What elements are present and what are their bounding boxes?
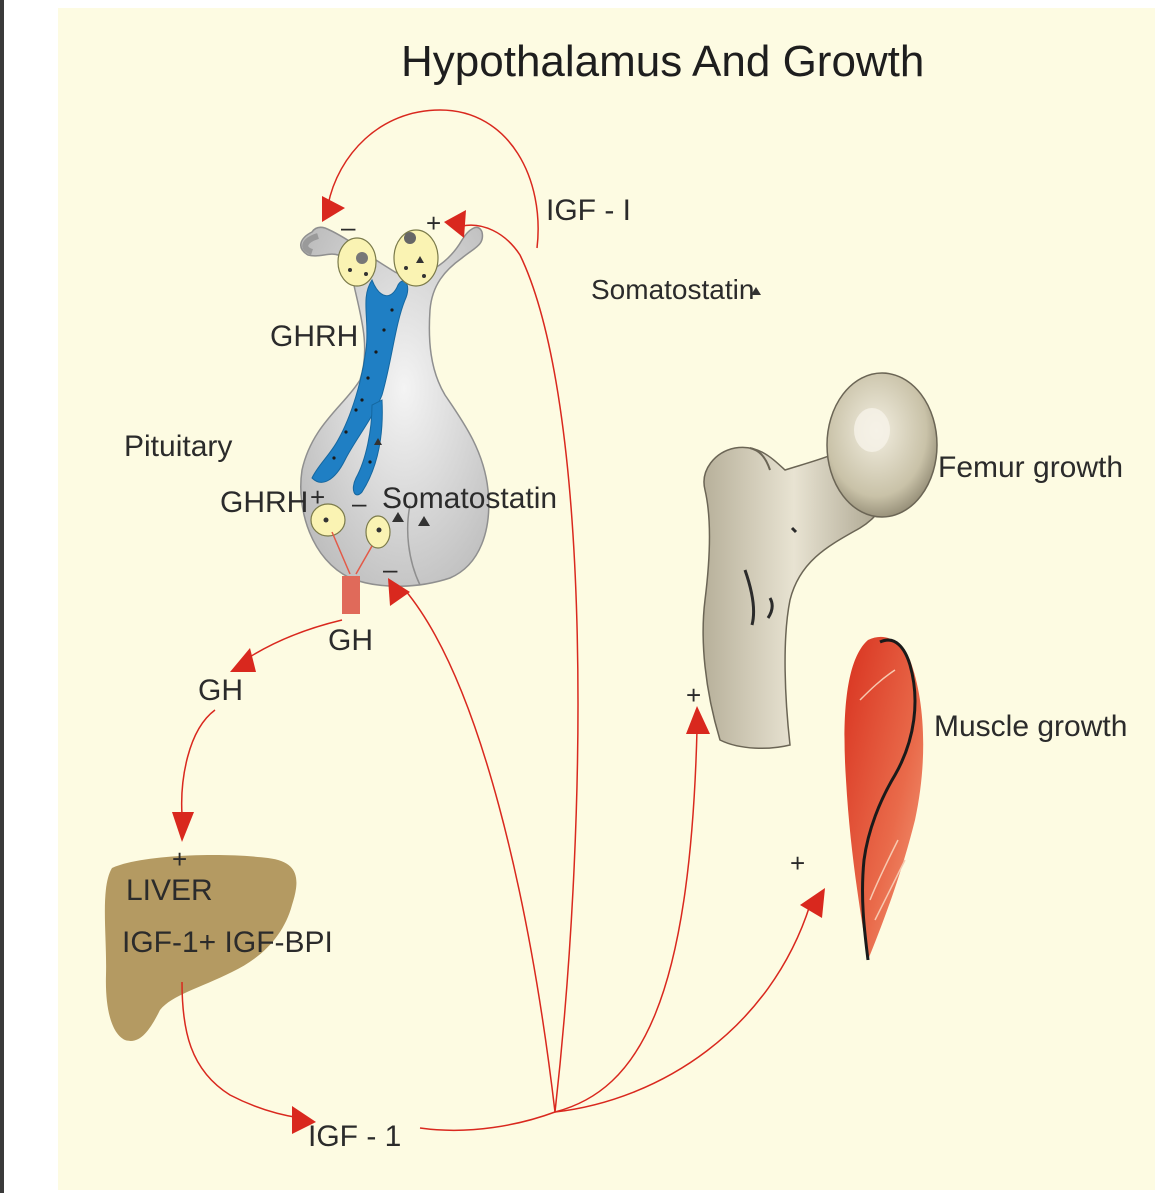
neuron-cell-top-left — [338, 238, 376, 286]
label-igf-bottom: IGF - 1 — [308, 1122, 401, 1152]
label-ghrh-bottom: GHRH — [220, 488, 308, 518]
diagram-title: Hypothalamus And Growth — [401, 40, 924, 84]
label-muscle-growth: Muscle growth — [934, 712, 1127, 742]
label-somatostatin-mid: Somatostatin — [382, 484, 557, 514]
sign-plus-muscle: + — [790, 850, 805, 876]
sign-minus-somatostatin: – — [352, 490, 366, 516]
label-somatostatin-right: Somatostatin — [591, 276, 754, 304]
sign-plus-ghrh: + — [310, 484, 325, 510]
label-gh-pituitary: GH — [328, 626, 373, 656]
label-liver: LIVER — [126, 876, 213, 906]
sign-plus-liver: + — [172, 846, 187, 872]
muscle — [845, 637, 924, 960]
label-gh-left: GH — [198, 676, 243, 706]
label-femur-growth: Femur growth — [938, 453, 1123, 483]
sign-minus-top-left: – — [341, 214, 355, 240]
label-liver-products: IGF-1+ IGF-BPI — [122, 928, 333, 958]
neuron-cell-top-right — [394, 230, 438, 286]
gh-release-stalk — [342, 576, 360, 614]
sign-plus-top-right: + — [426, 210, 441, 236]
label-igf-top: IGF - I — [546, 196, 631, 226]
somatostatin-triangle-icon — [751, 287, 761, 295]
sign-minus-pituitary-bottom: – — [383, 556, 397, 582]
label-ghrh-top: GHRH — [270, 322, 358, 352]
sign-plus-femur: + — [686, 682, 701, 708]
label-pituitary: Pituitary — [124, 432, 232, 462]
neuron-cell-bottom-right — [366, 516, 390, 548]
